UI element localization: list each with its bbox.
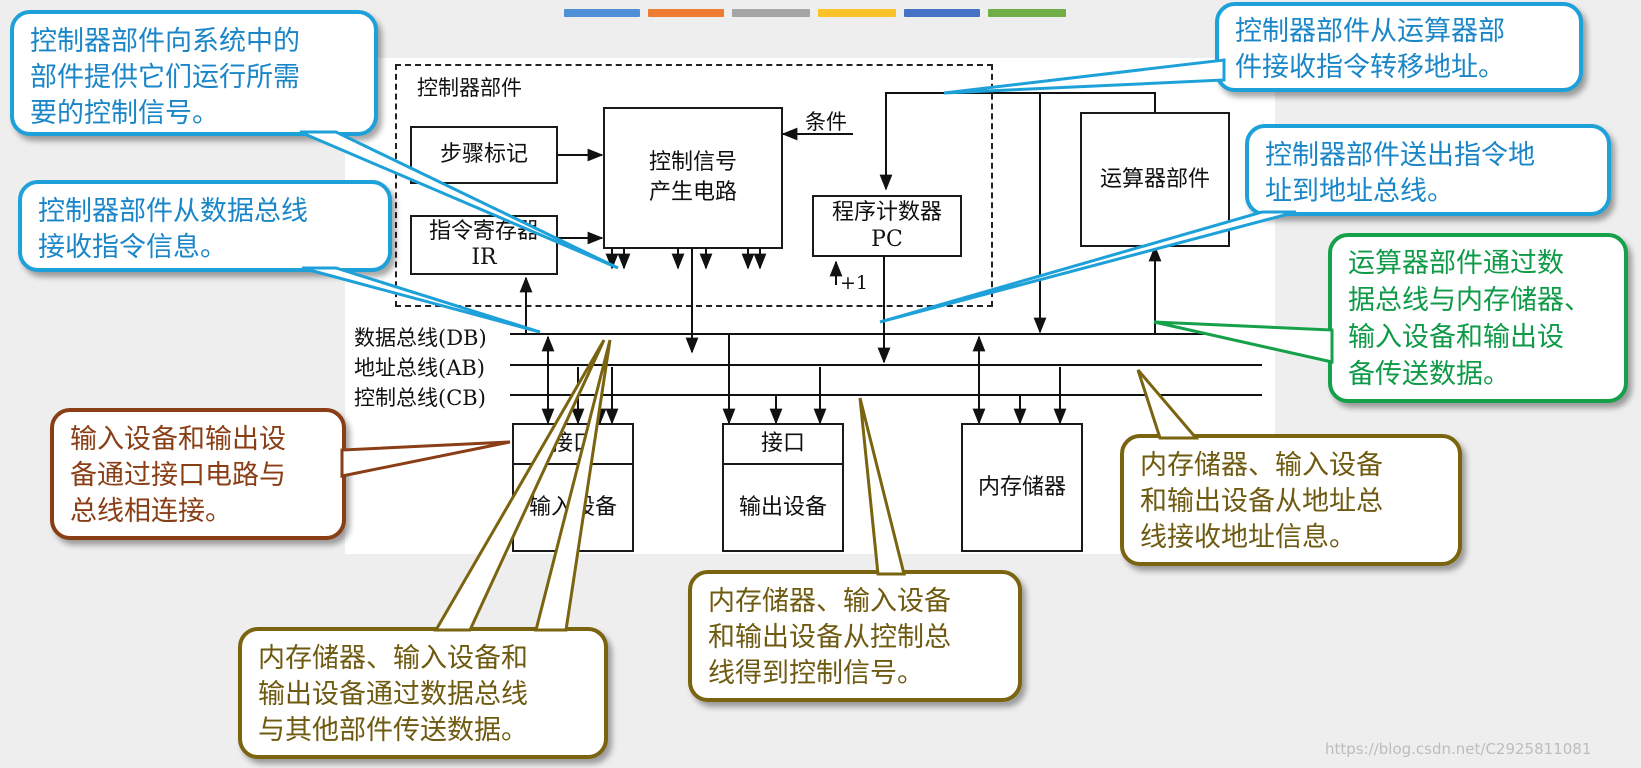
callout-ctrl-to-ab: 控制器部件送出指令地 址到地址总线。 bbox=[1245, 124, 1611, 216]
top-bar-segment bbox=[564, 9, 640, 17]
callout-text: 控制器部件向系统中的 bbox=[30, 26, 300, 57]
callout-text: 输入设备和输出设 bbox=[1348, 322, 1564, 353]
callout-text: 要的控制信号。 bbox=[30, 98, 219, 129]
callout-ctrl-from-db: 控制器部件从数据总线 接收指令信息。 bbox=[18, 180, 392, 272]
top-bar-segment bbox=[732, 9, 810, 17]
callout-ctrl-from-alu: 控制器部件从运算器部 件接收指令转移地址。 bbox=[1215, 2, 1583, 92]
callout-text: 和输出设备从地址总 bbox=[1140, 486, 1383, 517]
callout-text: 线接收地址信息。 bbox=[1140, 522, 1356, 553]
condition-label: 条件 bbox=[805, 110, 847, 134]
callout-text: 据总线与内存储器、 bbox=[1348, 285, 1591, 316]
alu-label: 运算器部件 bbox=[1099, 166, 1210, 192]
control-signal-circuit-box: 控制信号 产生电路 bbox=[603, 107, 783, 249]
callout-text: 备通过接口电路与 bbox=[70, 460, 286, 491]
top-bar-segment bbox=[904, 9, 980, 17]
callout-text: 件接收指令转移地址。 bbox=[1235, 52, 1505, 83]
top-bar-segment bbox=[818, 9, 896, 17]
callout-text: 部件提供它们运行所需 bbox=[30, 62, 300, 93]
callout-text: 控制器部件从数据总线 bbox=[38, 196, 308, 227]
top-bar-segment bbox=[648, 9, 724, 17]
callout-text: 控制器部件送出指令地 bbox=[1265, 140, 1535, 171]
controller-title: 控制器部件 bbox=[417, 76, 522, 100]
wire-alu-to-pc bbox=[879, 92, 1156, 191]
control-signal-circuit-line1: 控制信号 bbox=[648, 150, 737, 175]
callout-via-db: 内存储器、输入设备和 输出设备通过数据总线 与其他部件传送数据。 bbox=[238, 627, 608, 759]
plus-one-label: +1 bbox=[840, 272, 869, 294]
callout-text: 内存储器、输入设备和 bbox=[258, 643, 528, 674]
callout-text: 总线相连接。 bbox=[70, 496, 232, 527]
memory-label: 内存储器 bbox=[977, 474, 1066, 500]
output-device-label: 输出设备 bbox=[738, 494, 827, 520]
output-device-box: 输出设备 bbox=[722, 463, 844, 552]
control-bus-line bbox=[510, 394, 1262, 396]
callout-alu-db: 运算器部件通过数 据总线与内存储器、 输入设备和输出设 备传送数据。 bbox=[1328, 233, 1628, 403]
callout-text: 内存储器、输入设备 bbox=[708, 586, 951, 617]
data-bus-line bbox=[510, 333, 1262, 335]
callout-text: 输出设备通过数据总线 bbox=[258, 679, 528, 710]
callout-from-cb: 内存储器、输入设备 和输出设备从控制总 线得到控制信号。 bbox=[688, 570, 1022, 702]
callout-text: 接收指令信息。 bbox=[38, 232, 227, 263]
callout-text: 和输出设备从控制总 bbox=[708, 622, 951, 653]
callout-text: 址到地址总线。 bbox=[1265, 176, 1454, 207]
callout-text: 输入设备和输出设 bbox=[70, 424, 286, 455]
callout-text: 与其他部件传送数据。 bbox=[258, 715, 528, 746]
control-signal-circuit-line2: 产生电路 bbox=[648, 180, 737, 205]
address-bus-line bbox=[510, 364, 1262, 366]
callout-text: 控制器部件从运算器部 bbox=[1235, 16, 1505, 47]
watermark: https://blog.csdn.net/C2925811081 bbox=[1325, 740, 1592, 758]
top-bar-segment bbox=[988, 9, 1066, 17]
callout-io-interface: 输入设备和输出设 备通过接口电路与 总线相连接。 bbox=[50, 408, 346, 540]
callout-text: 备传送数据。 bbox=[1348, 359, 1510, 390]
interface-output-label: 接口 bbox=[760, 431, 805, 456]
callout-control-signals: 控制器部件向系统中的 部件提供它们运行所需 要的控制信号。 bbox=[10, 10, 378, 136]
callout-text: 线得到控制信号。 bbox=[708, 658, 924, 689]
callout-text: 内存储器、输入设备 bbox=[1140, 450, 1383, 481]
callout-text: 运算器部件通过数 bbox=[1348, 248, 1564, 279]
callout-from-ab: 内存储器、输入设备 和输出设备从地址总 线接收地址信息。 bbox=[1120, 434, 1462, 566]
